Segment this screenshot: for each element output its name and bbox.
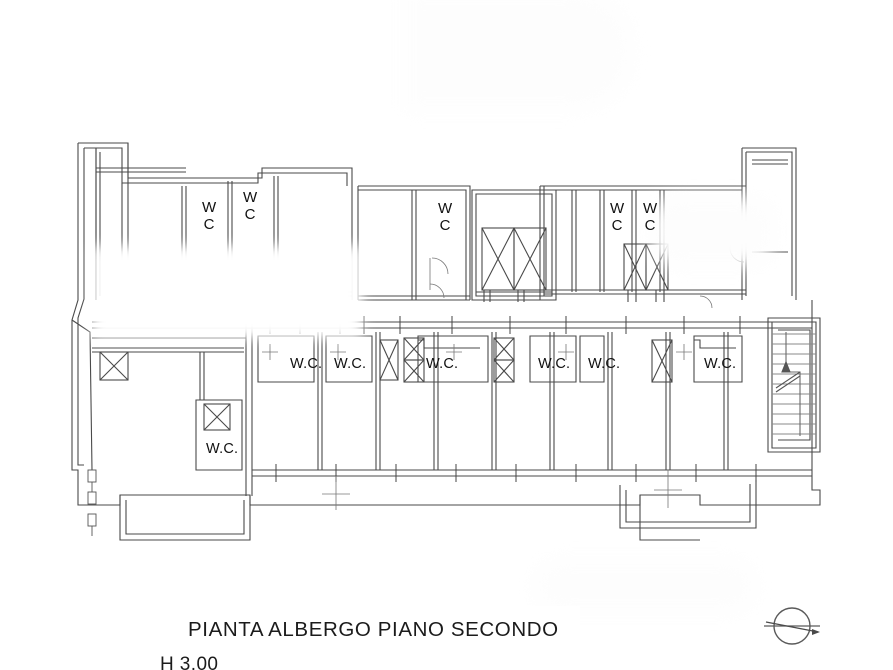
page-title: PIANTA ALBERGO PIANO SECONDO bbox=[188, 618, 559, 641]
wc-label: W.C. bbox=[588, 356, 621, 372]
wc-label: W.C. bbox=[334, 356, 367, 372]
title-block: PIANTA ALBERGO PIANO SECONDO H 3.00 bbox=[160, 606, 580, 670]
height-note: H 3.00 bbox=[160, 654, 219, 670]
wc-label: W.C. bbox=[426, 356, 459, 372]
wc-label-stacked: W C bbox=[643, 200, 658, 234]
wc-label: W.C. bbox=[206, 441, 239, 457]
wc-label: W.C. bbox=[538, 356, 571, 372]
wc-label-stacked: W C bbox=[610, 200, 625, 234]
wc-label-stacked: W C bbox=[438, 200, 453, 234]
wc-label: W.C. bbox=[704, 356, 737, 372]
wc-label-stacked: W C bbox=[202, 199, 217, 233]
north-arrow-icon bbox=[764, 607, 820, 645]
wc-label: W.C. bbox=[290, 356, 323, 372]
wc-label-stacked: W C bbox=[243, 189, 258, 223]
